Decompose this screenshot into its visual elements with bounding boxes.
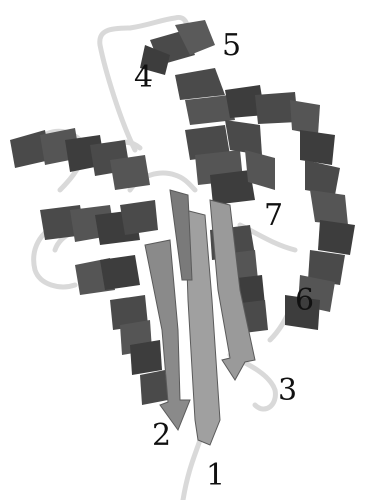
label-6: 6 [295,283,314,318]
coil-n-terminus [183,440,200,500]
helix-center [185,120,275,205]
label-2: 2 [152,418,171,453]
label-1: 1 [206,458,225,493]
beta-strand-inner [170,190,192,280]
label-3: 3 [278,373,297,408]
label-7: 7 [264,198,283,233]
label-4: 4 [134,60,153,95]
label-5: 5 [222,28,241,63]
